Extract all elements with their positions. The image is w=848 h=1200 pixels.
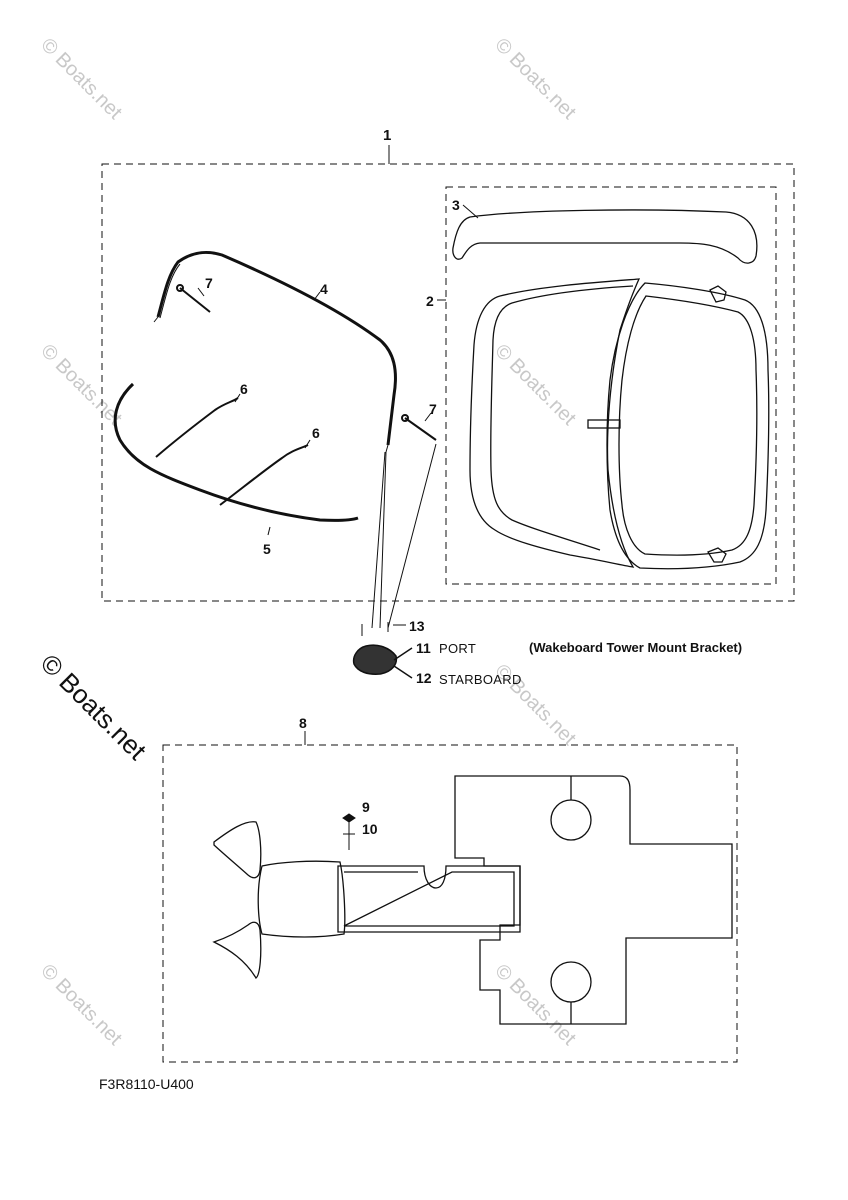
part-8-mat-middle <box>257 860 346 938</box>
callout-12: 12 <box>416 670 432 686</box>
group-1-outline <box>101 163 795 602</box>
bracket-note: (Wakeboard Tower Mount Bracket) <box>529 640 743 655</box>
part-11-12-bracket <box>352 644 413 679</box>
callout-9: 9 <box>362 799 370 815</box>
part-6-strut-upper <box>155 397 239 458</box>
group-8-outline <box>162 744 738 1063</box>
callout-6-upper: 6 <box>240 381 248 397</box>
part-8-mat-triangle-upper <box>213 821 262 879</box>
part-4-frame <box>156 250 397 446</box>
part-8-mat-deck <box>454 775 733 1025</box>
port-label: PORT <box>439 641 477 656</box>
starboard-label: STARBOARD <box>439 672 522 687</box>
callout-10: 10 <box>362 821 378 837</box>
part-6-strut-lower <box>219 444 309 506</box>
part-8-mat-triangle-lower <box>212 921 262 979</box>
callout-2: 2 <box>426 293 434 309</box>
callout-3: 3 <box>452 197 460 213</box>
callout-11: 11 <box>416 640 431 656</box>
diagram-code: F3R8110-U400 <box>99 1076 194 1092</box>
part-8-mat-center <box>337 865 521 933</box>
callout-8: 8 <box>299 715 307 731</box>
callout-6-lower: 6 <box>312 425 320 441</box>
part-9-10-fasteners <box>342 813 356 850</box>
group-2-outline <box>445 186 777 585</box>
callout-13: 13 <box>409 618 425 634</box>
callout-4: 4 <box>320 281 328 297</box>
part-2-cover-left <box>469 278 641 568</box>
part-13-screws <box>361 622 406 636</box>
callout-7-right: 7 <box>429 401 437 417</box>
callout-1: 1 <box>383 127 392 144</box>
callout-7-left: 7 <box>205 275 213 291</box>
part-5-rail <box>113 382 359 522</box>
part-7-clamp-left <box>176 284 211 313</box>
part-3-cover <box>452 209 758 264</box>
part-7-clamp-right <box>401 414 437 441</box>
callout-5: 5 <box>263 541 271 557</box>
part-2-cover-right <box>587 282 770 570</box>
assembly-arrows <box>371 443 437 629</box>
